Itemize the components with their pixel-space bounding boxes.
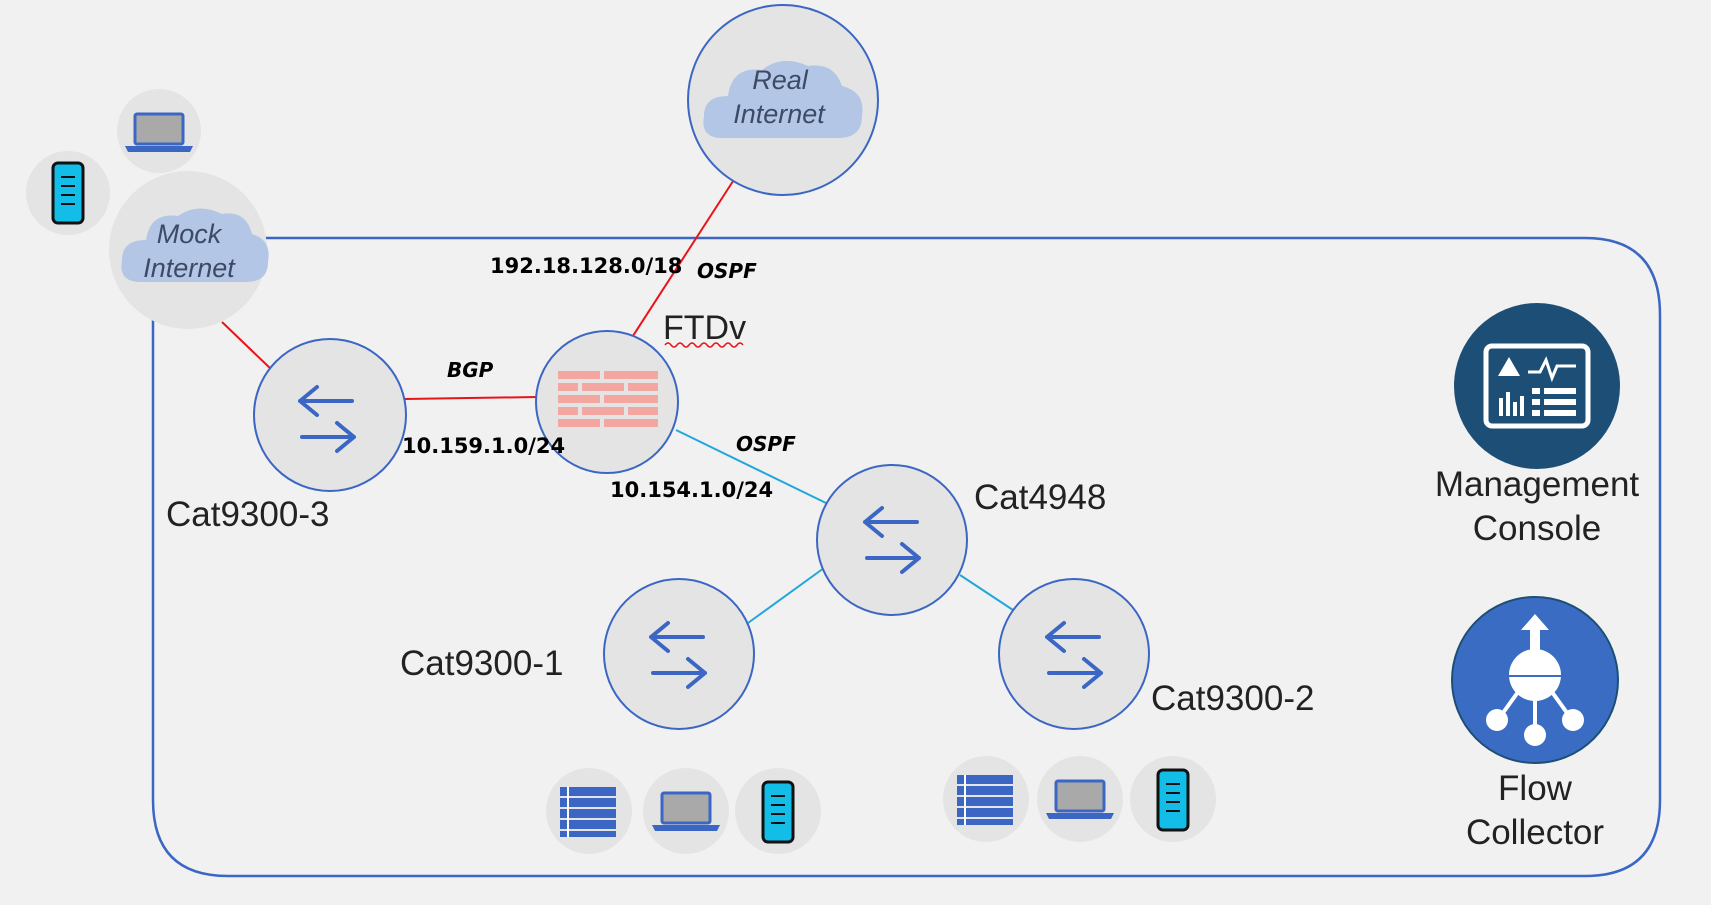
cat9300-3-label: Cat9300-3 bbox=[166, 495, 329, 534]
cat9300-1-switch[interactable] bbox=[603, 578, 755, 730]
cat9300-2-phone[interactable] bbox=[1130, 756, 1216, 842]
ftdv-firewall-node[interactable] bbox=[535, 330, 679, 474]
management-console-label-line2: Console bbox=[1473, 509, 1601, 548]
spellcheck-underline bbox=[664, 342, 744, 348]
ftdv-internet-protocol-label: OSPF bbox=[697, 259, 757, 283]
firewall-icon bbox=[558, 371, 658, 427]
ftdv-label: FTDv bbox=[663, 309, 746, 347]
management-console[interactable] bbox=[1454, 303, 1620, 469]
link-mock-internet-cat9300-3 bbox=[221, 321, 273, 371]
link-ftdv-real-internet bbox=[628, 174, 738, 343]
mock-internet-laptop[interactable] bbox=[117, 89, 201, 173]
flow-collector[interactable] bbox=[1451, 596, 1619, 764]
real-internet-label-line2: Internet bbox=[733, 99, 826, 129]
cat9300-1-server[interactable] bbox=[546, 768, 632, 854]
mock-internet-node[interactable]: Mock Internet bbox=[109, 171, 269, 329]
ftdv-cat4948-subnet-label: 10.154.1.0/24 bbox=[610, 478, 773, 502]
cat9300-3-ftdv-subnet-label: 10.159.1.0/24 bbox=[402, 434, 565, 458]
flow-collector-label-line2: Collector bbox=[1466, 813, 1604, 852]
phone-icon bbox=[51, 161, 85, 225]
dashboard-icon bbox=[1483, 343, 1591, 429]
mock-internet-label-line2: Internet bbox=[143, 253, 236, 283]
flow-collector-icon bbox=[1486, 614, 1584, 746]
cat9300-1-laptop[interactable] bbox=[643, 768, 729, 854]
link-cat9300-3-ftdv bbox=[404, 396, 538, 400]
ftdv-internet-subnet-label: 192.18.128.0/18 bbox=[490, 254, 682, 278]
flow-collector-label-line1: Flow bbox=[1498, 769, 1573, 808]
phone-icon bbox=[761, 780, 795, 844]
cat9300-2-laptop[interactable] bbox=[1037, 756, 1123, 842]
management-console-label-line1: Management bbox=[1435, 465, 1640, 504]
real-internet-label-line1: Real bbox=[752, 65, 809, 95]
cat9300-1-label: Cat9300-1 bbox=[400, 644, 563, 683]
ftdv-cat4948-protocol-label: OSPF bbox=[736, 432, 796, 456]
laptop-icon bbox=[1044, 779, 1116, 821]
mock-internet-label-line1: Mock bbox=[157, 219, 223, 249]
link-cat4948-cat9300-1 bbox=[747, 567, 825, 624]
cloud-icon bbox=[703, 60, 863, 138]
laptop-icon bbox=[650, 791, 722, 833]
lab-boundary bbox=[151, 236, 1662, 878]
cat9300-3-ftdv-protocol-label: BGP bbox=[447, 358, 494, 382]
real-internet-node[interactable]: Real Internet bbox=[687, 4, 879, 196]
laptop-icon bbox=[123, 112, 195, 154]
cat4948-switch[interactable] bbox=[816, 464, 968, 616]
phone-icon bbox=[1156, 768, 1190, 832]
mock-internet-phone[interactable] bbox=[26, 151, 110, 235]
cat9300-2-switch[interactable] bbox=[998, 578, 1150, 730]
cat9300-3-switch[interactable] bbox=[253, 338, 407, 492]
cat9300-2-server[interactable] bbox=[943, 756, 1029, 842]
cloud-icon bbox=[121, 208, 269, 282]
cat4948-label: Cat4948 bbox=[974, 478, 1106, 517]
link-ftdv-cat4948 bbox=[675, 429, 827, 504]
cat9300-1-phone[interactable] bbox=[735, 768, 821, 854]
cat9300-2-label: Cat9300-2 bbox=[1151, 679, 1314, 718]
link-cat4948-cat9300-2 bbox=[959, 574, 1017, 613]
